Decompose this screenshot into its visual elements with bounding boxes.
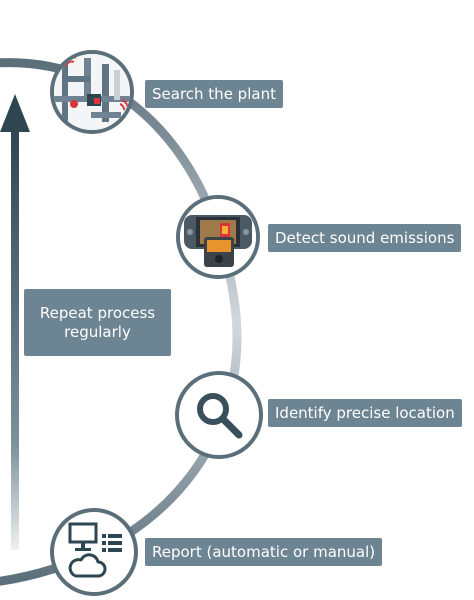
step-icon-report — [50, 508, 138, 596]
step-icon-search-plant — [50, 50, 134, 134]
repeat-line-2: regularly — [64, 322, 131, 341]
computer-cloud-report-icon — [68, 522, 122, 578]
step-label-identify-location: Identify precise location — [268, 399, 462, 427]
repeat-arrow-shaft — [11, 128, 19, 550]
step-icon-identify-location — [175, 371, 263, 459]
step-label-report: Report (automatic or manual) — [145, 538, 383, 566]
repeat-process-box: Repeat process regularly — [24, 289, 171, 356]
step-label-search-plant: Search the plant — [145, 80, 283, 108]
repeat-line-1: Repeat process — [39, 303, 156, 322]
step-label-detect-sound: Detect sound emissions — [268, 224, 462, 252]
magnifier-icon — [197, 393, 243, 439]
step-icon-detect-sound — [176, 195, 260, 279]
pipes-sensor-icon — [54, 54, 130, 130]
repeat-arrow-head — [0, 94, 30, 132]
acoustic-camera-icon — [180, 199, 256, 275]
